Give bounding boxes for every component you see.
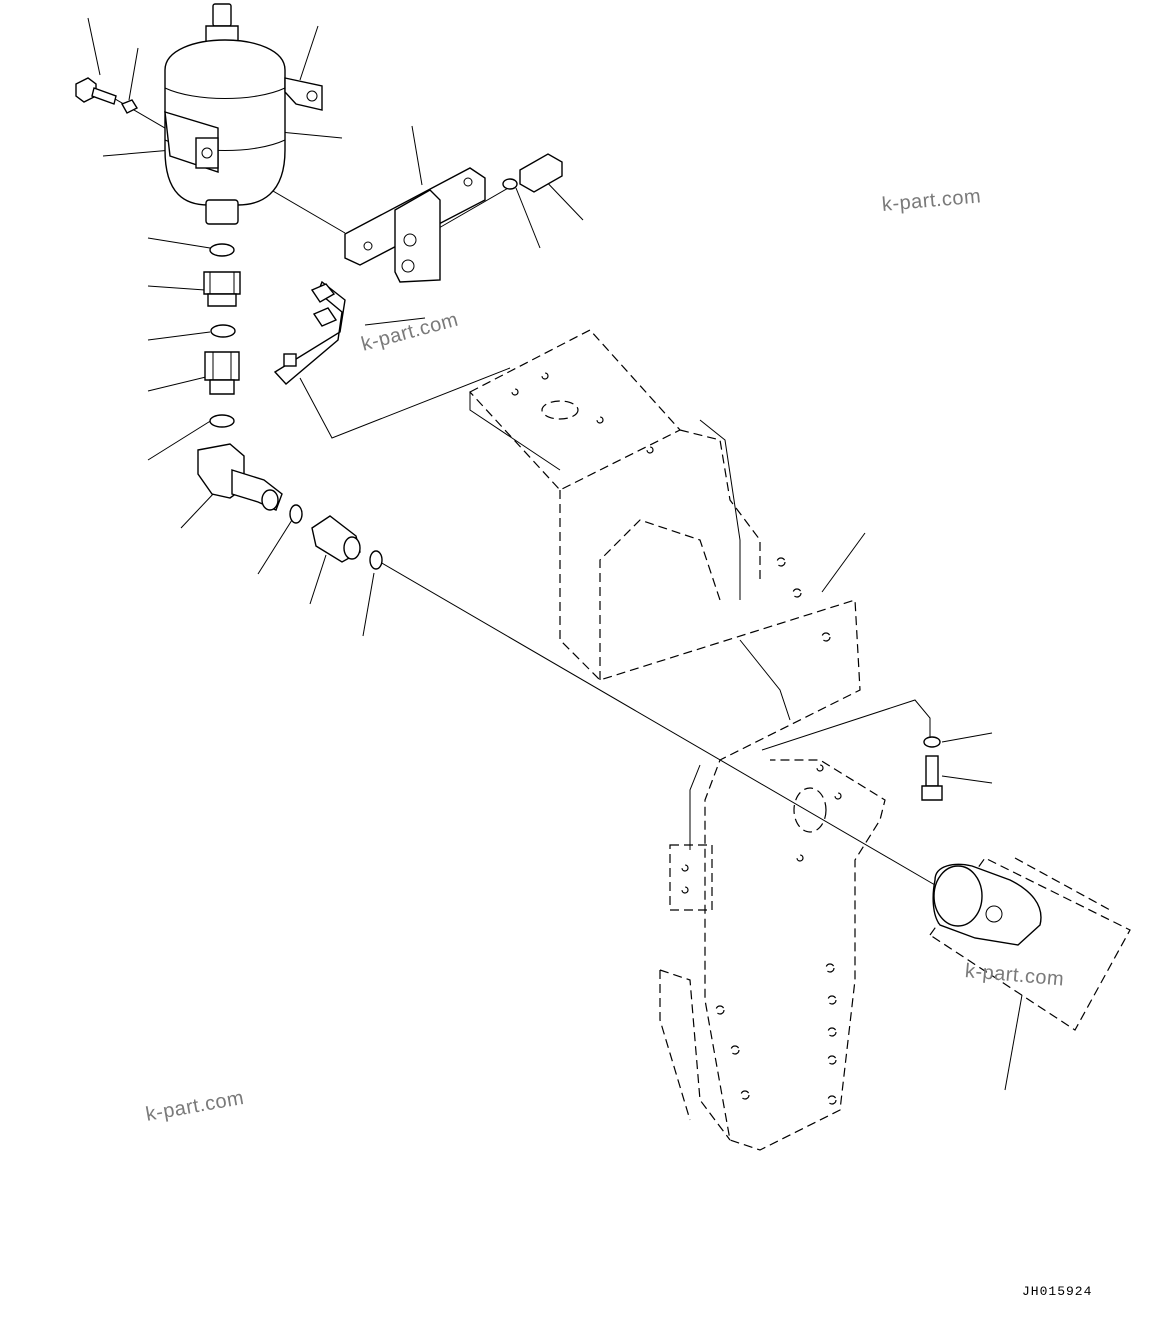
leader-lines bbox=[87, 17, 1023, 1091]
straight-adapter bbox=[311, 515, 361, 563]
drawing-code: JH015924 bbox=[1022, 1284, 1093, 1299]
elbow-fitting bbox=[197, 443, 283, 511]
washer-top-left bbox=[121, 99, 139, 114]
accumulator bbox=[164, 3, 323, 225]
o-ring-4 bbox=[289, 504, 303, 524]
bolt-top-right bbox=[519, 153, 563, 193]
o-ring-5 bbox=[369, 550, 383, 570]
fitting-union bbox=[203, 271, 241, 307]
accumulator-bracket bbox=[344, 167, 486, 283]
frame-bracket-phantom bbox=[469, 329, 886, 1151]
washer-top-right bbox=[502, 178, 518, 190]
washer-right bbox=[923, 736, 941, 748]
assembly-center-lines bbox=[109, 95, 936, 886]
pedal-switch-assembly bbox=[929, 857, 1131, 1031]
o-ring-2 bbox=[210, 324, 236, 338]
fitting-adapter bbox=[204, 351, 240, 395]
pedal-bracket bbox=[469, 392, 791, 850]
bolt-right bbox=[921, 755, 943, 801]
o-ring-1 bbox=[209, 243, 235, 257]
o-ring-3 bbox=[209, 414, 235, 428]
bolt-top-left bbox=[75, 77, 117, 105]
angle-bracket bbox=[273, 280, 346, 385]
